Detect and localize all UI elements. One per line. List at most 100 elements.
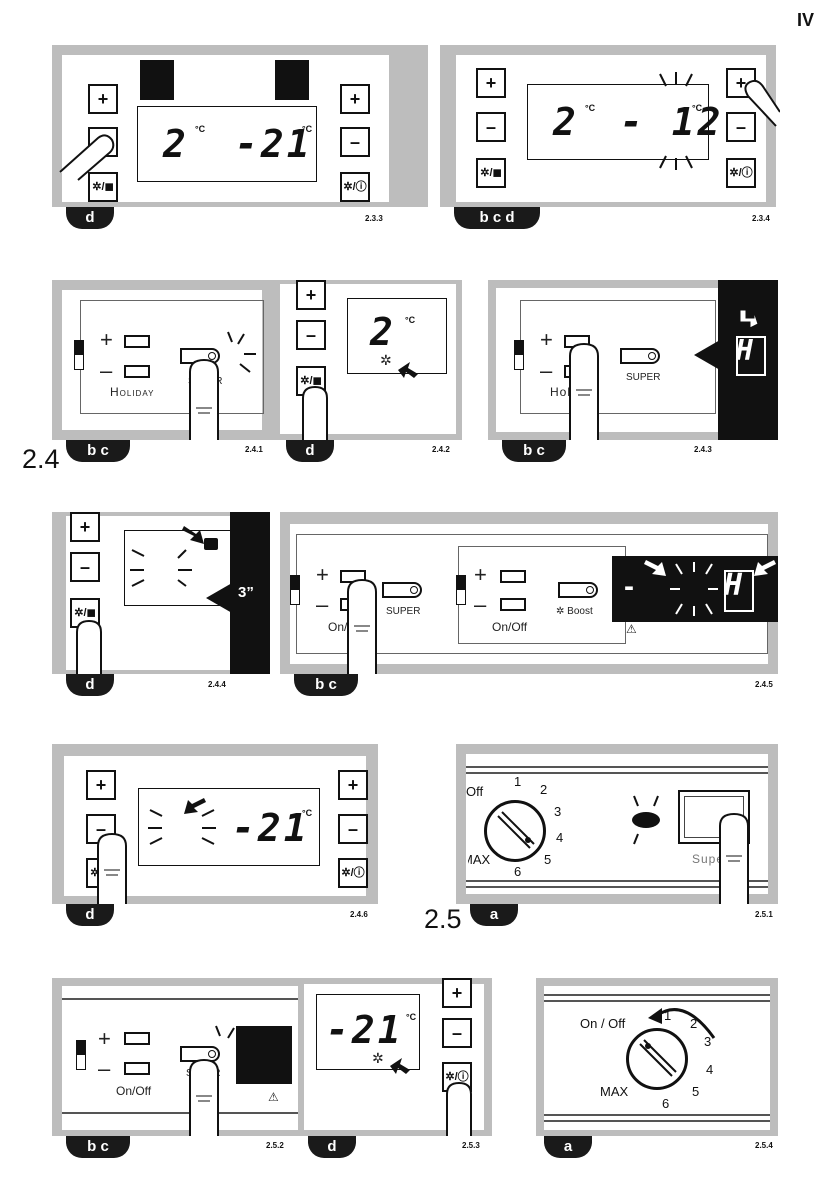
tab-d: d: [66, 207, 114, 229]
fridge-plus-button[interactable]: +: [86, 770, 116, 800]
minus-sign: –: [540, 358, 553, 383]
page-marker: IV: [797, 10, 815, 30]
trim-line: [466, 766, 768, 768]
dial-number: 5: [692, 1084, 700, 1099]
finger-icon: [446, 1081, 472, 1136]
dial-number: 5: [544, 852, 552, 867]
fig-ref: 2.5.4: [755, 1141, 773, 1150]
super-label: SUPER: [386, 606, 421, 617]
deg-unit: °C: [195, 124, 206, 134]
freezer-minus-button[interactable]: –: [726, 112, 756, 142]
fast-freeze-button[interactable]: ✲/◼: [88, 172, 118, 202]
fast-freeze-button[interactable]: ✲/◼: [476, 158, 506, 188]
holiday-minus-key[interactable]: [124, 365, 150, 378]
finger-icon: [569, 342, 599, 440]
figure-2-5-4: [536, 978, 778, 1136]
fridge-minus-button[interactable]: –: [296, 320, 326, 350]
freezer-plus-button[interactable]: +: [340, 84, 370, 114]
super-label: SUPER: [626, 372, 661, 383]
tab-d: d: [286, 440, 334, 462]
thermostat-dial[interactable]: [626, 1028, 688, 1090]
holiday-letter-box: [724, 570, 754, 612]
tab-bc: b c: [66, 440, 130, 462]
super-button[interactable]: [620, 348, 660, 364]
display: [137, 106, 317, 182]
freezer-minus-button[interactable]: –: [442, 1018, 472, 1048]
dial-indicator: [497, 811, 535, 849]
arrow-icon: [398, 362, 418, 378]
finger-icon: [97, 832, 127, 904]
dial-number: 1: [664, 1008, 672, 1023]
holiday-letter: H: [736, 334, 756, 367]
freezer-temp-digits: -21: [232, 806, 310, 850]
section-2-5: 2.5: [424, 904, 462, 934]
dial-number: 2: [540, 782, 548, 797]
callout-digit-right: [275, 60, 309, 100]
dial-max-label: MAX: [600, 1084, 629, 1099]
thermostat-dial[interactable]: [484, 800, 546, 862]
freezer-minus-key[interactable]: [500, 598, 526, 611]
timer-callout: [230, 512, 270, 674]
rotate-arrow-icon: [648, 1008, 716, 1039]
finger-icon: [59, 134, 115, 181]
plus-sign: +: [100, 327, 113, 352]
trim-line: [62, 998, 298, 1000]
holiday-plus-key[interactable]: [124, 335, 150, 348]
callout-digit-left: [140, 60, 174, 100]
trim-line: [544, 1114, 770, 1116]
deg-unit: °C: [406, 1012, 417, 1022]
tab-d: d: [66, 904, 114, 926]
fridge-plus-button[interactable]: +: [476, 68, 506, 98]
tab-a: a: [544, 1136, 592, 1158]
freezer-minus-key[interactable]: [124, 1062, 150, 1075]
fridge-plus-button[interactable]: +: [70, 512, 100, 542]
fridge-minus-button[interactable]: –: [70, 552, 100, 582]
arrow-icon: [182, 526, 204, 544]
fridge-temp-digits: 2: [163, 122, 189, 166]
blink-icon: [148, 809, 216, 845]
fridge-plus-button[interactable]: +: [88, 84, 118, 114]
freezer-minus-button[interactable]: –: [338, 814, 368, 844]
boost-text: Boost: [567, 606, 593, 617]
finger-icon: [744, 79, 780, 127]
dial-number: 6: [662, 1096, 670, 1111]
fridge-temp-digits: 2: [553, 100, 579, 144]
freezer-minus-button[interactable]: –: [340, 127, 370, 157]
blink-icon: [659, 72, 693, 170]
display: [138, 788, 320, 866]
deg-unit: °C: [405, 315, 416, 325]
arrow-icon: [739, 309, 759, 329]
tab-bc: b c: [66, 1136, 130, 1158]
boost-button[interactable]: [558, 582, 598, 598]
fig-ref: 2.4.3: [694, 445, 712, 454]
onoff-button[interactable]: ✲/ⓘ: [726, 158, 756, 188]
freezer-plus-key[interactable]: [124, 1032, 150, 1045]
indicator-icon: [76, 1040, 86, 1070]
tab-a: a: [470, 904, 518, 926]
fig-ref: 2.3.4: [752, 214, 770, 223]
freezer-plus-button[interactable]: +: [338, 770, 368, 800]
onoff-button[interactable]: ✲/ⓘ: [340, 172, 370, 202]
dial-number: 6: [514, 864, 522, 879]
deg-unit: °C: [692, 103, 703, 113]
dial-number: 3: [554, 804, 562, 819]
dial-number: 2: [690, 1016, 698, 1031]
tab-d: d: [66, 674, 114, 696]
finger-icon: [719, 812, 749, 904]
onoff-button[interactable]: ✲/ⓘ: [338, 858, 368, 888]
callout-pointer: [206, 583, 232, 613]
fridge-plus-button[interactable]: +: [296, 280, 326, 310]
fridge-minus-button[interactable]: –: [476, 112, 506, 142]
deg-unit: °C: [302, 124, 313, 134]
finger-icon: [189, 358, 219, 440]
freezer-plus-key[interactable]: [500, 570, 526, 583]
arrow-icon: [390, 1058, 410, 1074]
super-button[interactable]: [382, 582, 422, 598]
freezer-plus-button[interactable]: +: [442, 978, 472, 1008]
finger-icon: [76, 619, 102, 674]
fig-ref: 2.4.1: [245, 445, 263, 454]
trim-line: [466, 772, 768, 774]
trim-line: [466, 886, 768, 888]
holiday-suitcase-icon: [204, 538, 218, 550]
super-key[interactable]: [678, 790, 750, 844]
